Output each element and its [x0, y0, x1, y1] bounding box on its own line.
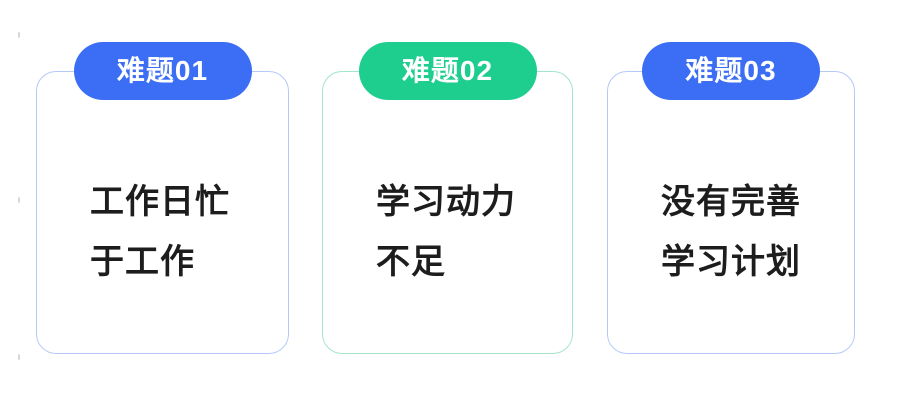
edge-artifact-mark: [18, 354, 20, 360]
card-text-line: 于工作: [90, 243, 195, 281]
problem-card-1-text: 工作日忙 于工作: [90, 172, 230, 292]
card-text-line: 学习动力: [376, 183, 516, 221]
problem-card-1: 难题01 工作日忙 于工作: [36, 42, 289, 354]
problem-card-3: 难题03 没有完善 学习计划: [607, 42, 855, 354]
problem-card-2-text: 学习动力 不足: [376, 172, 516, 292]
edge-artifact-mark: [18, 32, 20, 38]
problem-card-1-badge: 难题01: [73, 42, 252, 100]
card-text-line: 不足: [376, 243, 446, 281]
problem-card-2-badge: 难题02: [358, 42, 537, 100]
edge-artifact-mark: [18, 197, 20, 203]
card-text-line: 没有完善: [661, 183, 801, 221]
problem-card-2: 难题02 学习动力 不足: [322, 42, 573, 354]
card-text-line: 学习计划: [661, 243, 801, 281]
problem-card-3-text: 没有完善 学习计划: [661, 172, 801, 292]
problem-card-3-badge: 难题03: [642, 42, 820, 100]
card-text-line: 工作日忙: [90, 183, 230, 221]
